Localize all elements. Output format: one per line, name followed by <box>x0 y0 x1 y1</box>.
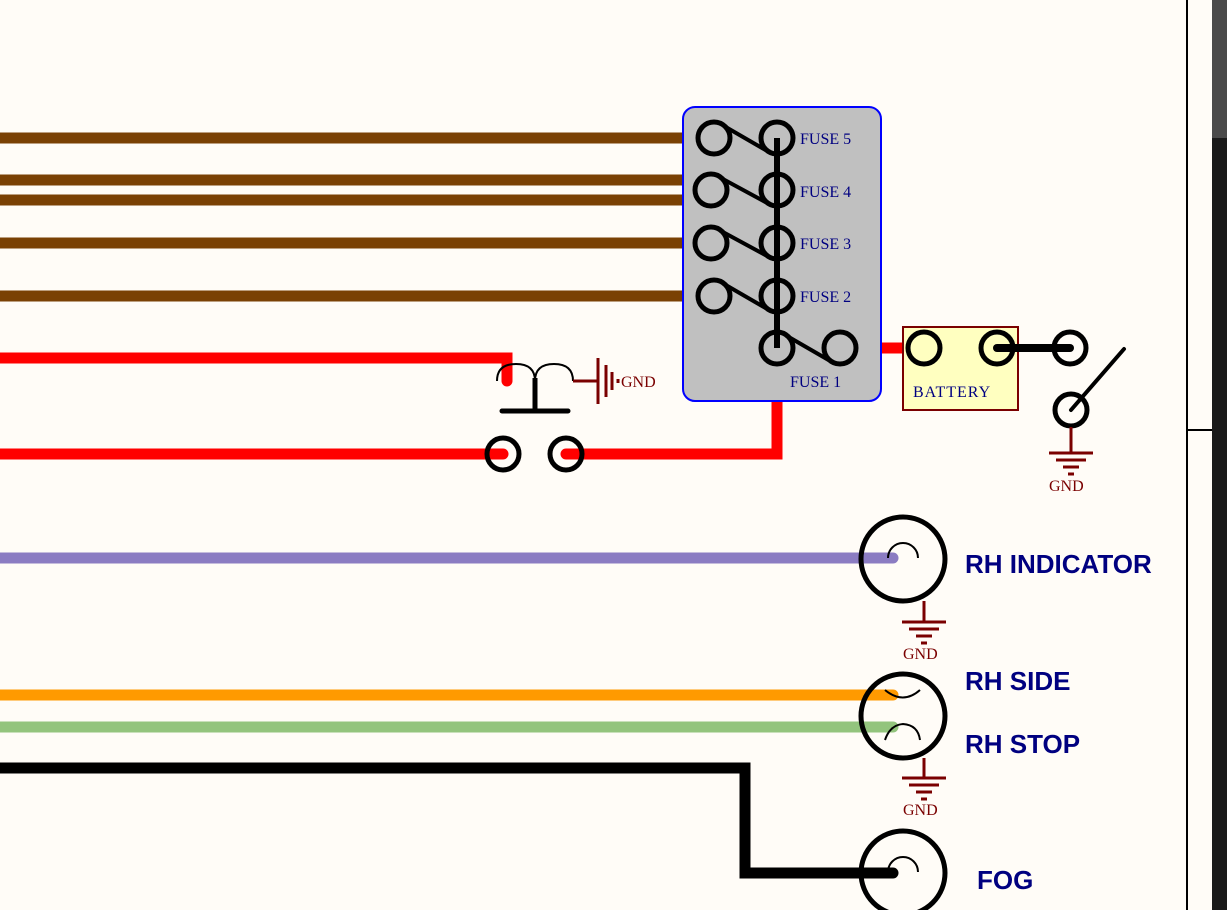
fuse-link <box>720 176 770 206</box>
isolator-ground-symbol <box>1049 427 1093 476</box>
lamp-rh-side-stop[interactable] <box>858 671 948 761</box>
lamp-filament-side <box>884 689 921 699</box>
gnd-label: GND <box>621 374 656 391</box>
fuse-3[interactable] <box>692 224 796 262</box>
rh-side-stop-ground-symbol <box>902 758 946 801</box>
lamp-fog[interactable] <box>858 828 948 910</box>
fuse-terminal <box>758 277 796 315</box>
lamp-bulb-outline <box>858 828 948 910</box>
fuse-4[interactable] <box>692 171 796 209</box>
fuse-label: FUSE 4 <box>800 184 851 201</box>
fuse-terminal <box>758 329 796 367</box>
fuse-terminal <box>692 171 730 209</box>
switch-terminal-bottom[interactable] <box>1052 391 1090 429</box>
lamp-label-fog: FOG <box>977 865 1033 895</box>
lamp-rh-indicator[interactable] <box>858 514 948 604</box>
battery-label: BATTERY <box>913 384 991 401</box>
vertical-scrollbar[interactable] <box>1212 0 1227 910</box>
gnd-label: GND <box>1049 478 1084 495</box>
rh-indicator-ground-symbol <box>902 601 946 645</box>
scrollbar-thumb[interactable] <box>1212 0 1227 138</box>
lamp-label-rh-side: RH SIDE <box>965 666 1070 696</box>
lamp-filament <box>887 856 919 873</box>
fuse-2[interactable] <box>695 277 796 315</box>
lamp-bulb-outline <box>858 671 948 761</box>
relay-terminal-left[interactable] <box>484 435 522 473</box>
fuse-box[interactable]: FUSE 5 FUSE 4 FUSE 3 FUSE 2 FUSE 1 <box>682 106 882 402</box>
fuse-terminal <box>758 119 796 157</box>
fuse-terminal <box>821 329 859 367</box>
fuse-terminal <box>758 171 796 209</box>
switch-lever[interactable] <box>1069 347 1126 412</box>
fuse-link <box>722 282 771 312</box>
lamp-filament <box>887 542 919 559</box>
isolator-switch[interactable] <box>993 329 1126 429</box>
relay-ground-symbol <box>573 358 620 404</box>
fuse-label: FUSE 5 <box>800 131 851 148</box>
lamp-label-rh-indicator: RH INDICATOR <box>965 549 1152 579</box>
fuse-terminal <box>758 224 796 262</box>
gnd-label: GND <box>903 646 938 663</box>
fuse-link <box>720 229 770 259</box>
lamp-bulb-outline <box>858 514 948 604</box>
relay[interactable]: GND <box>484 358 656 473</box>
gnd-label: GND <box>903 802 938 819</box>
fuse-link <box>785 334 834 364</box>
battery[interactable]: BATTERY <box>902 326 1019 411</box>
fuse-label: FUSE 2 <box>800 289 851 306</box>
relay-terminal-right[interactable] <box>547 435 585 473</box>
fuse-5[interactable] <box>695 119 796 157</box>
fuse-terminal <box>695 119 733 157</box>
fuse-link <box>722 124 771 154</box>
fuse-box-body <box>682 106 882 402</box>
fuse-1[interactable] <box>758 329 859 367</box>
switch-terminal-top[interactable] <box>1051 329 1089 367</box>
lamp-filament-stop <box>884 722 921 741</box>
battery-body <box>902 326 1019 411</box>
red-wire-relay-coil[interactable] <box>0 352 513 387</box>
fuse-terminal <box>695 277 733 315</box>
fuse-label: FUSE 1 <box>790 374 841 391</box>
lamp-label-rh-stop: RH STOP <box>965 729 1080 759</box>
battery-terminal-positive[interactable] <box>905 329 943 367</box>
black-wire-fog[interactable] <box>0 762 899 879</box>
fuse-label: FUSE 3 <box>800 236 851 253</box>
fuse-terminal <box>692 224 730 262</box>
